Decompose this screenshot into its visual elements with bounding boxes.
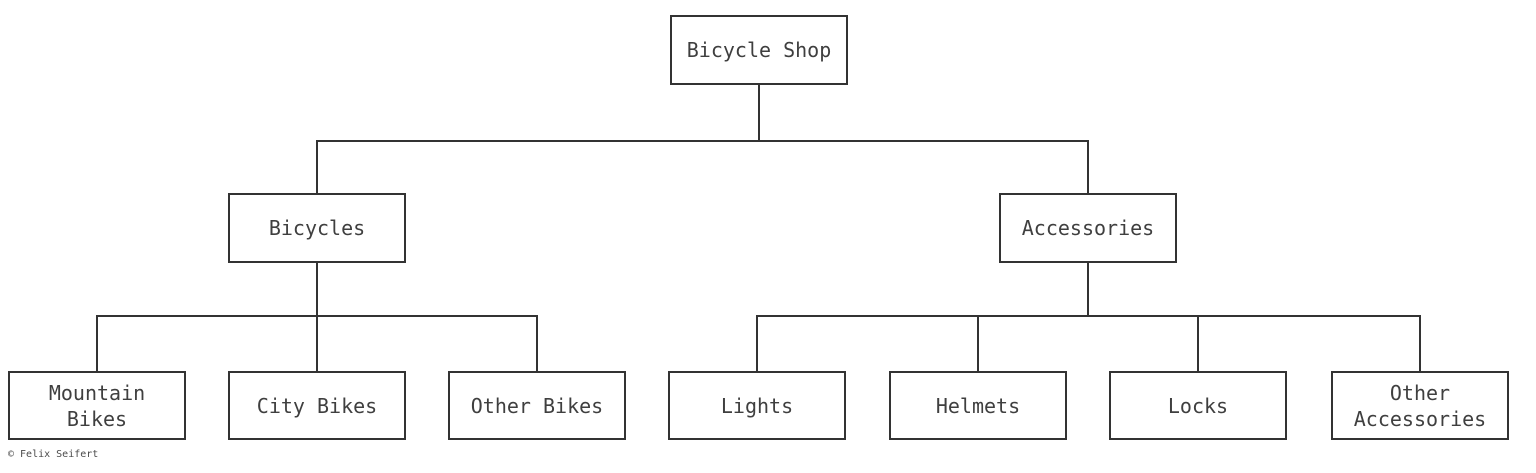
node-mountain-bikes: Mountain Bikes — [8, 371, 186, 440]
node-other-accessories-label: Other Accessories — [1353, 380, 1487, 431]
node-city-bikes-label: City Bikes — [256, 393, 378, 418]
node-locks: Locks — [1109, 371, 1287, 440]
node-bicycle-shop-label: Bicycle Shop — [686, 38, 832, 62]
node-locks-label: Locks — [1167, 393, 1229, 418]
node-city-bikes: City Bikes — [228, 371, 406, 440]
node-bicycle-shop: Bicycle Shop — [670, 15, 848, 85]
copyright-credit: © Felix Seifert — [8, 449, 99, 460]
node-helmets: Helmets — [889, 371, 1067, 440]
node-accessories: Accessories — [999, 193, 1177, 263]
node-lights: Lights — [668, 371, 846, 440]
node-bicycles-label: Bicycles — [268, 216, 366, 240]
node-other-bikes: Other Bikes — [448, 371, 626, 440]
node-other-accessories: Other Accessories — [1331, 371, 1509, 440]
node-accessories-label: Accessories — [1021, 216, 1155, 240]
node-helmets-label: Helmets — [935, 393, 1021, 418]
node-bicycles: Bicycles — [228, 193, 406, 263]
node-lights-label: Lights — [720, 393, 794, 418]
node-mountain-bikes-label: Mountain Bikes — [48, 380, 146, 431]
node-other-bikes-label: Other Bikes — [470, 393, 604, 418]
